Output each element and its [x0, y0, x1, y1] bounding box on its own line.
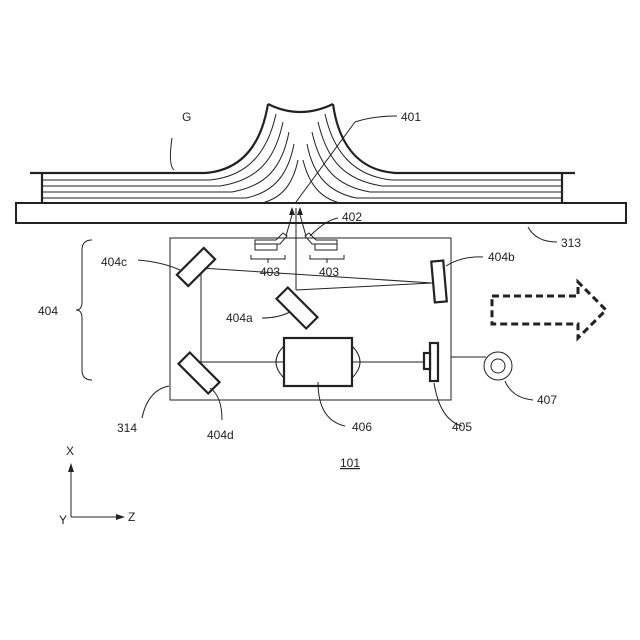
label-406: 406	[352, 420, 372, 434]
label-314: 314	[117, 421, 137, 435]
lens-406	[276, 338, 360, 386]
label-404c: 404c	[101, 255, 127, 269]
book-document	[30, 104, 575, 203]
axis-label-y: Y	[59, 513, 67, 527]
platen-glass	[16, 203, 626, 223]
mirror-404c	[177, 248, 215, 286]
label-401: 401	[401, 110, 421, 124]
label-405: 405	[452, 420, 472, 434]
figure-number: 101	[340, 456, 360, 470]
axis-label-x: X	[66, 444, 74, 458]
label-402: 402	[342, 210, 362, 224]
label-404a: 404a	[226, 311, 253, 325]
axis-indicator	[68, 463, 125, 520]
motor-407	[484, 352, 512, 380]
mirror-404a	[276, 287, 317, 328]
label-404d: 404d	[207, 428, 234, 442]
label-403-left: 403	[260, 265, 280, 279]
label-404b: 404b	[488, 250, 515, 264]
image-sensor-405	[424, 343, 438, 381]
axis-label-z: Z	[128, 510, 135, 524]
direction-arrow	[492, 282, 606, 338]
mirror-404b	[431, 261, 447, 303]
label-313: 313	[561, 236, 581, 250]
mirror-404d	[178, 352, 219, 393]
label-G: G	[182, 110, 191, 124]
label-407: 407	[537, 393, 557, 407]
label-403-right: 403	[319, 265, 339, 279]
label-404: 404	[38, 304, 58, 318]
